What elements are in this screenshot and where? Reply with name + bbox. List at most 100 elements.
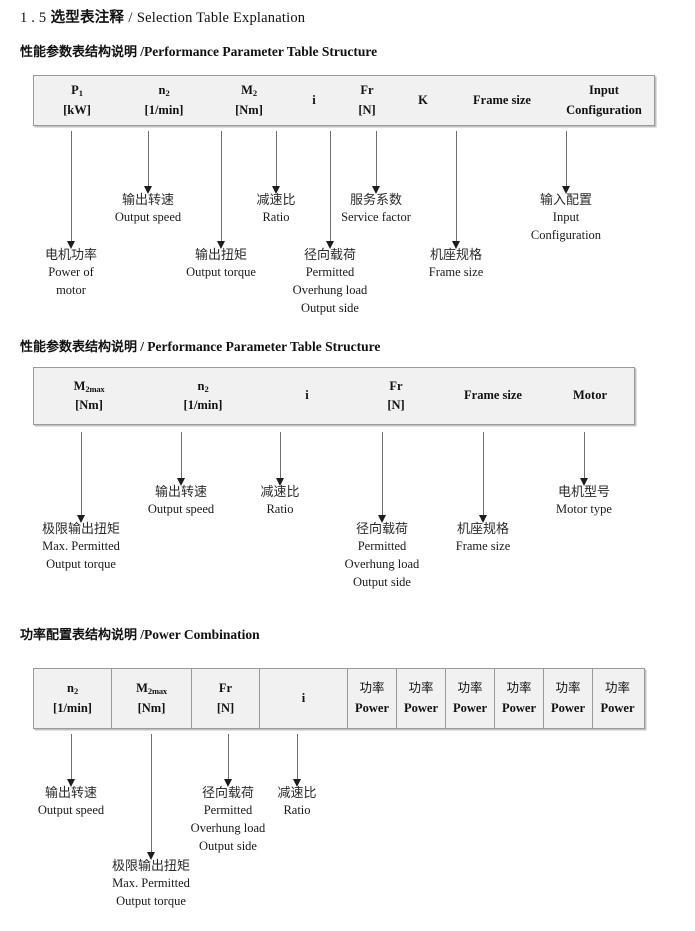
performance-parameter-table: P1 [kW] n2 [1/min] M2 [Nm] i Fr [N] K Fr… (33, 75, 655, 126)
table-header-cell: Frame size (440, 368, 546, 424)
section-heading-1-cn: 性能参数表结构说明 (20, 44, 138, 59)
table-header-cell: Input Configuration (554, 76, 654, 125)
note-overhung-load: 径向载荷 Permitted Overhung load Output side (271, 246, 389, 318)
cell-symbol: Fr (218, 681, 233, 696)
note-label-cn: 服务系数 (349, 192, 402, 207)
section-heading-3: 功率配置表结构说明 /Power Combination (20, 624, 260, 643)
table-header-cell: M2max [Nm] (112, 669, 192, 728)
note-label-cn: 减速比 (277, 785, 317, 800)
note-label-en: Overhung load (344, 557, 420, 572)
cell-unit: [N] (358, 102, 376, 117)
arrow-to-frame-size (479, 432, 487, 523)
table-header-cell: 功率 Power (397, 669, 446, 728)
note-label-en: Service factor (341, 210, 411, 225)
cell-unit: [N] (216, 700, 235, 715)
note-label-en: Max. Permitted (42, 539, 120, 554)
table-header-cell: n2 [1/min] (144, 368, 262, 424)
table-header-cell: Fr [N] (338, 76, 396, 125)
table-header-cell: 功率 Power (495, 669, 544, 728)
note-label-en: Configuration (530, 228, 602, 243)
table-header-cell: n2 [1/min] (120, 76, 208, 125)
section-heading-1-separator: / (140, 44, 145, 59)
note-ratio: 减速比 Ratio (238, 191, 314, 227)
note-ratio: 减速比 Ratio (242, 483, 318, 519)
note-label-cn: 输出转速 (121, 192, 174, 207)
arrow-to-output-speed (177, 432, 185, 486)
note-label-en: Output side (353, 574, 411, 589)
section-heading-2-cn: 性能参数表结构说明 (20, 339, 138, 354)
cell-label-cn: 功率 (457, 681, 483, 696)
table-header-cell: M2 [Nm] (208, 76, 290, 125)
arrow-to-overhung-load (326, 131, 334, 249)
section-number: 1 . 5 (20, 10, 47, 26)
cell-unit: [Nm] (75, 398, 103, 412)
arrow-to-input-configuration (562, 131, 570, 194)
section-heading-1-en: Performance Parameter Table Structure (144, 44, 378, 59)
cell-label-en: Power (600, 700, 635, 715)
note-label-en: Motor type (556, 502, 612, 517)
cell-symbol: n (158, 83, 166, 98)
note-label-cn: 径向载荷 (201, 785, 254, 800)
page-title-cn: 选型表注释 (50, 10, 125, 26)
cell-label-cn: 功率 (604, 681, 630, 696)
note-label-en: Output torque (116, 894, 186, 909)
cell-symbol: Input (589, 83, 619, 98)
cell-unit: [Nm] (137, 700, 166, 715)
note-label-en: Permitted (203, 803, 253, 818)
cell-symbol: Frame size (473, 92, 531, 107)
cell-subscript: 2 (252, 88, 257, 99)
note-service-factor: 服务系数 Service factor (324, 191, 428, 227)
note-label-en: Max. Permitted (112, 876, 190, 891)
max-torque-parameter-table: M2max [Nm] n2 [1/min] i Fr [N] Frame siz… (33, 367, 635, 425)
table-header-cell: n2 [1/min] (34, 669, 112, 728)
table-header-cell: P1 [kW] (34, 76, 120, 125)
cell-subscript: 2max (147, 686, 167, 697)
arrow-to-frame-size (452, 131, 460, 249)
arrow-to-overhung-load (378, 432, 386, 523)
note-label-en: Permitted (305, 265, 355, 280)
cell-symbol: M (136, 681, 148, 696)
note-input-configuration: 输入配置 Input Configuration (516, 191, 616, 245)
cell-subscript: 2 (73, 686, 78, 697)
cell-unit: [kW] (63, 102, 91, 117)
note-label-en: Output speed (114, 210, 182, 225)
cell-label-en: Power (452, 700, 487, 715)
note-label-en: Ratio (266, 502, 294, 517)
cell-label-en: Power (550, 700, 585, 715)
note-label-en: Permitted (357, 539, 407, 554)
arrow-to-output-torque (217, 131, 225, 249)
table-header-cell: Fr [N] (192, 669, 260, 728)
note-frame-size: 机座规格 Frame size (408, 246, 504, 282)
arrow-to-power-of-motor (67, 131, 75, 249)
arrow-to-max-output-torque (77, 432, 85, 523)
cell-symbol: Fr (389, 378, 403, 393)
cell-label-cn: 功率 (359, 681, 385, 696)
page-title-en: Selection Table Explanation (136, 10, 306, 26)
power-combination-table: n2 [1/min] M2max [Nm] Fr [N] i 功率 Power … (33, 668, 645, 729)
cell-unit: Configuration (566, 102, 642, 117)
cell-subscript: 2max (85, 383, 105, 394)
cell-symbol: Frame size (464, 388, 522, 403)
cell-symbol: Fr (360, 83, 374, 98)
note-label-en: Overhung load (292, 283, 368, 298)
note-label-en: Frame size (428, 265, 484, 280)
note-label-cn: 极限输出扭矩 (111, 858, 190, 873)
table-header-cell: Motor (546, 368, 634, 424)
arrow-to-ratio (293, 734, 301, 787)
arrow-to-overhung-load (224, 734, 232, 787)
table-header-cell: i (260, 669, 348, 728)
note-label-en: motor (56, 283, 86, 298)
note-label-cn: 减速比 (256, 192, 296, 207)
note-power-of-motor: 电机功率 Power of motor (21, 246, 121, 300)
note-label-cn: 机座规格 (429, 247, 482, 262)
table-header-cell: Fr [N] (352, 368, 440, 424)
arrow-to-service-factor (372, 131, 380, 194)
cell-unit: [Nm] (235, 102, 263, 117)
note-label-cn: 径向载荷 (303, 247, 356, 262)
cell-unit: [N] (387, 398, 405, 412)
cell-label-en: Power (403, 700, 438, 715)
section-heading-1: 性能参数表结构说明 /Performance Parameter Table S… (20, 41, 377, 60)
note-label-en: Output side (301, 300, 359, 315)
note-label-en: Output speed (37, 803, 105, 818)
note-motor-type: 电机型号 Motor type (536, 483, 632, 519)
